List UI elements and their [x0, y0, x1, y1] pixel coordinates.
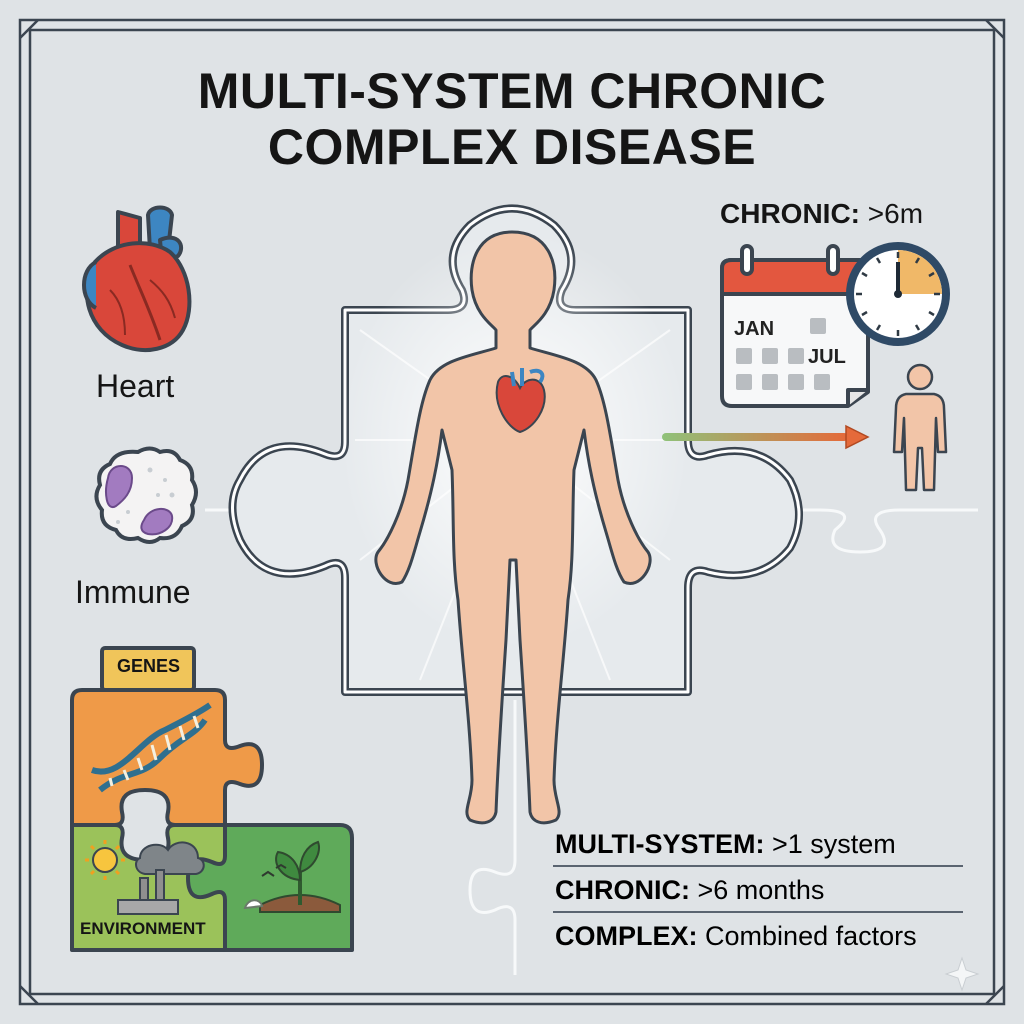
heart-icon: [82, 205, 192, 352]
definition-term: CHRONIC:: [555, 875, 690, 905]
immune-label: Immune: [75, 574, 191, 610]
genes-piece: [70, 688, 264, 827]
calendar-start-month: JAN: [734, 318, 775, 340]
progression-arrow: [662, 424, 870, 450]
definition-text: Combined factors: [705, 921, 917, 951]
definition-complex: COMPLEX: Combined factors: [555, 916, 965, 956]
heart-label: Heart: [96, 368, 175, 404]
environment-label: ENVIRONMENT: [80, 919, 206, 938]
chronic-header-term: CHRONIC:: [720, 198, 860, 229]
sparkle-icon: [944, 956, 980, 992]
definition-text: >1 system: [772, 829, 896, 859]
factory-smoke-icon: [117, 841, 205, 915]
small-person-icon: [892, 363, 948, 492]
calendar-end-month: JUL: [808, 346, 846, 368]
definition-separators: [553, 865, 963, 913]
immune-cell-icon: [94, 446, 198, 544]
page-title-line-1: MULTI-SYSTEM CHRONIC: [197, 63, 827, 119]
definition-term: COMPLEX:: [555, 921, 698, 951]
definition-term: MULTI-SYSTEM:: [555, 829, 765, 859]
human-body-figure: [374, 230, 652, 825]
genes-label: GENES: [117, 656, 181, 676]
clock-icon: [846, 242, 950, 346]
chest-heart-icon: [495, 368, 546, 434]
definition-text: >6 months: [697, 875, 825, 905]
page-title-line-2: COMPLEX DISEASE: [267, 119, 757, 175]
outer-frame: [18, 18, 1006, 1006]
definition-chronic: CHRONIC: >6 months: [555, 870, 965, 910]
sun-icon: [85, 840, 125, 880]
calendar-icon: [720, 244, 870, 408]
definition-multi-system: MULTI-SYSTEM: >1 system: [555, 824, 965, 864]
plant-icon: [243, 840, 341, 913]
dna-icon: [90, 702, 212, 793]
chronic-header-value: >6m: [867, 198, 924, 229]
chronic-duration-header: CHRONIC: >6m: [720, 198, 923, 230]
